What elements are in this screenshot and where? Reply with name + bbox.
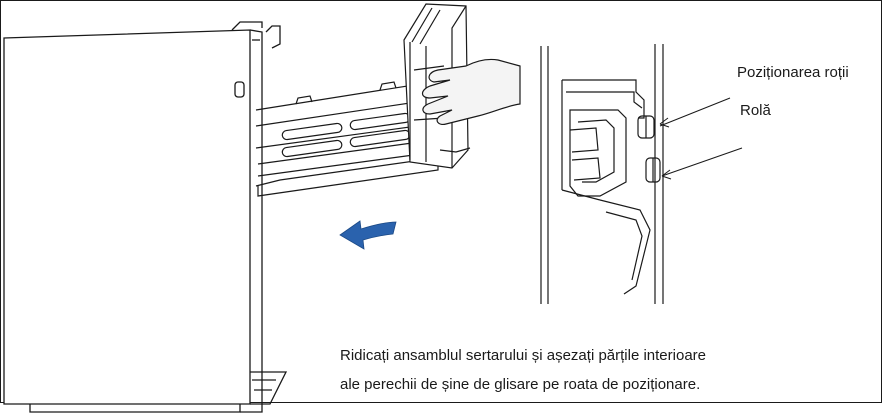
- caption-line-1: Ridicați ansamblul sertarului și așezați…: [340, 347, 706, 364]
- leader-line-positioning: [659, 97, 731, 127]
- caption-line-2: ale perechii de șine de glisare pe roata…: [340, 376, 701, 393]
- roller-upper: [637, 115, 655, 139]
- hand-icon: [421, 58, 521, 125]
- label-roller: Rolă: [740, 102, 771, 119]
- hinge-slot: [234, 81, 245, 98]
- appliance-cabinet: [3, 21, 288, 413]
- detail-inset: [540, 44, 743, 304]
- instruction-caption: Ridicați ansamblul sertarului și așezați…: [340, 341, 706, 399]
- leader-line-roller: [661, 147, 743, 177]
- label-wheel-positioning: Poziționarea roții: [737, 64, 849, 81]
- arrow-left-icon: [339, 220, 397, 250]
- roller-lower: [645, 157, 661, 183]
